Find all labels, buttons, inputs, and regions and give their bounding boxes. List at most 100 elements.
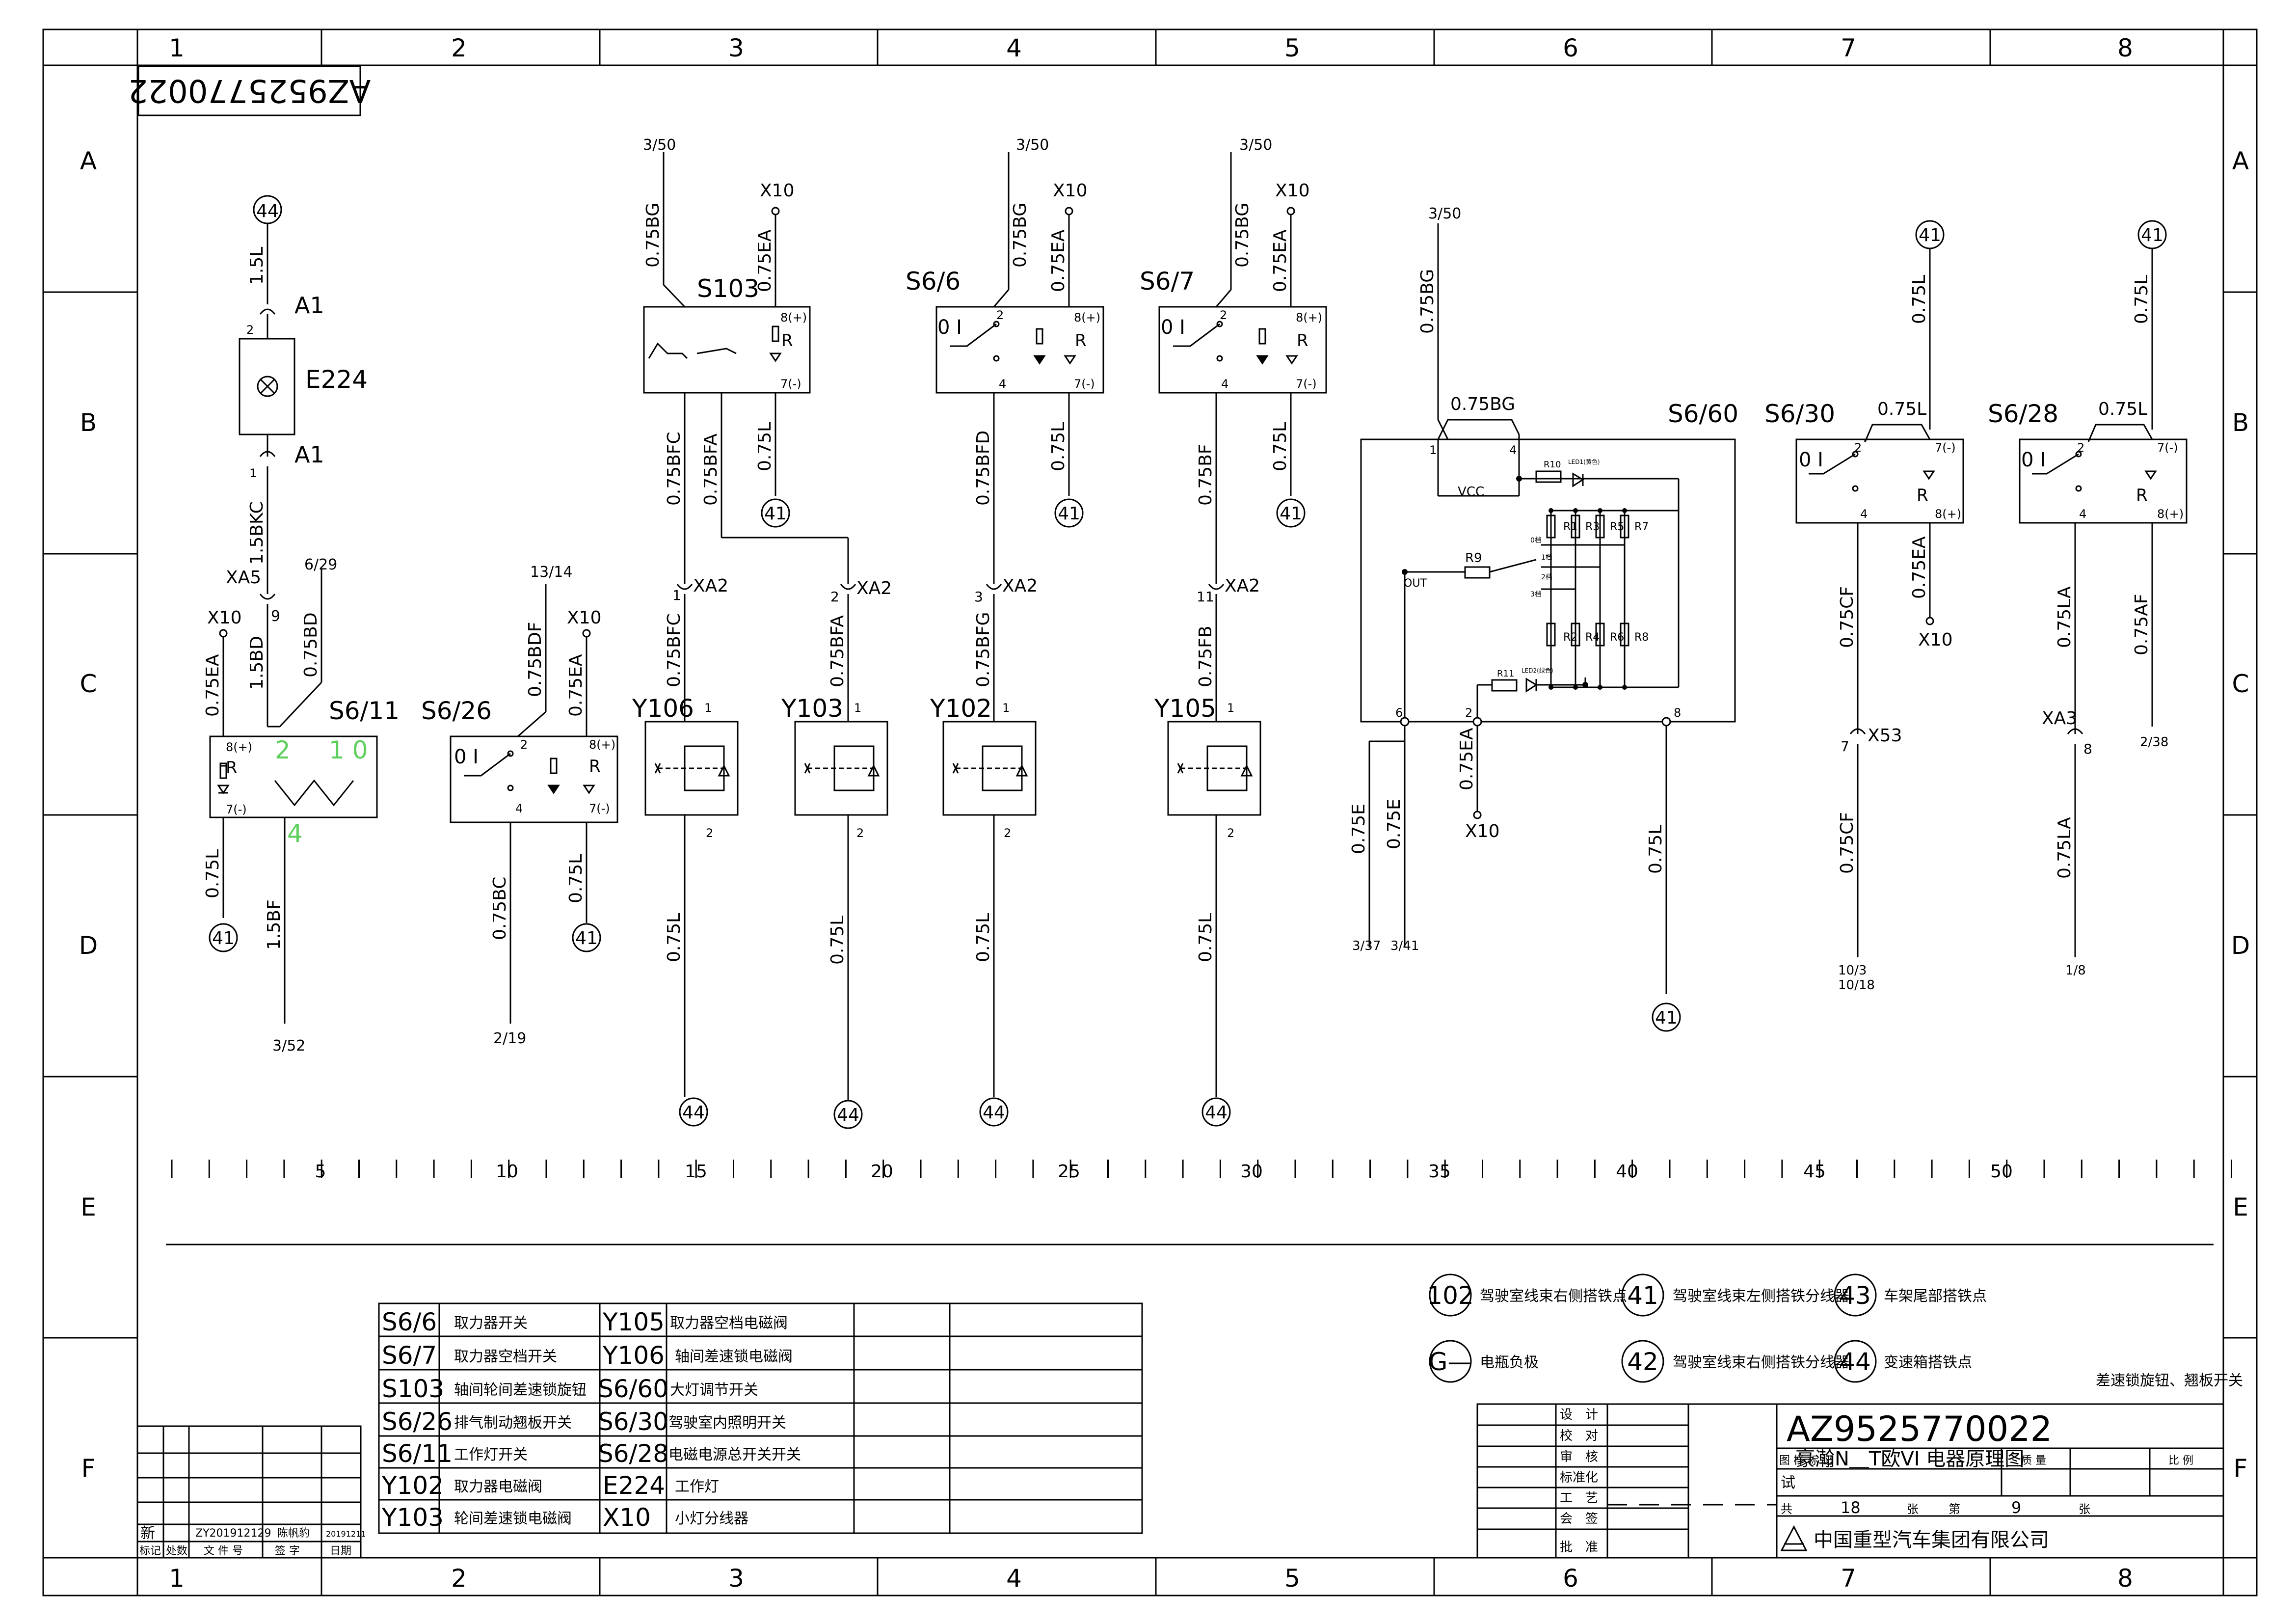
supply-label: X10	[1918, 630, 1952, 650]
revision-text: 新 ZY201912129 陈帆豹 20191211 标记 处数 文 件 号 签…	[139, 1525, 366, 1557]
valve-y106	[644, 721, 739, 1097]
svg-text:S6/7: S6/7	[382, 1341, 437, 1370]
ref-label: 10/18	[1838, 978, 1875, 993]
supply-label: X10	[1275, 181, 1309, 201]
row-label: F	[2234, 1454, 2248, 1483]
wire-label: 0.75BD	[301, 612, 321, 677]
svg-text:8(+): 8(+)	[2157, 507, 2184, 521]
svg-text:7(-): 7(-)	[2157, 441, 2178, 455]
s103-circuit	[643, 152, 849, 584]
wire-label: 0.75BFA	[701, 433, 721, 506]
ref-label: 3/37	[1352, 939, 1381, 953]
svg-text:标记: 标记	[139, 1545, 161, 1557]
wire-label: 0.75BDF	[525, 622, 545, 697]
switch-label: 0 I	[454, 746, 479, 768]
svg-text:会 签: 会 签	[1560, 1512, 1598, 1526]
svg-text:VCC: VCC	[1458, 485, 1484, 499]
node-label: 41	[2141, 225, 2163, 245]
row-label: A	[80, 147, 97, 175]
svg-text:10: 10	[496, 1162, 518, 1182]
wire-label: 0.75BG	[1417, 269, 1438, 334]
component-label: S6/28	[1988, 400, 2058, 428]
svg-text:0档: 0档	[1530, 537, 1542, 544]
component-label: S6/11	[329, 697, 400, 725]
svg-text:1: 1	[1227, 701, 1234, 715]
svg-text:签 字: 签 字	[275, 1545, 300, 1557]
wire-label: 0.75BFG	[973, 612, 993, 687]
wire-label: 0.75L	[664, 913, 684, 962]
svg-text:2: 2	[520, 738, 528, 752]
wire-label: 0.75CF	[1837, 812, 1857, 874]
svg-text:排气制动翘板开关: 排气制动翘板开关	[454, 1414, 572, 1432]
wire-label: 0.75BG	[1232, 203, 1253, 268]
component-table	[378, 1302, 1143, 1534]
svg-text:8(+): 8(+)	[1074, 311, 1100, 325]
svg-text:2: 2	[830, 589, 839, 605]
svg-text:S103: S103	[382, 1375, 444, 1403]
svg-text:工作灯: 工作灯	[675, 1478, 719, 1495]
svg-text:41: 41	[1627, 1281, 1658, 1310]
e224-circuit	[209, 223, 378, 1024]
wire-label: 0.75L	[1196, 913, 1216, 962]
svg-text:小灯分线器: 小灯分线器	[675, 1510, 748, 1527]
wire-label: 0.75BFD	[973, 431, 993, 506]
switch-position: 4	[287, 819, 303, 848]
node-label: 44	[837, 1105, 859, 1125]
svg-text:S6/6: S6/6	[382, 1308, 437, 1336]
svg-text:张: 张	[2079, 1502, 2090, 1516]
svg-text:驾驶室线束右侧搭铁分线器: 驾驶室线束右侧搭铁分线器	[1673, 1354, 1849, 1371]
wire-label: 0.75LA	[2055, 817, 2075, 879]
svg-text:车架尾部搭铁点: 车架尾部搭铁点	[1884, 1288, 1987, 1305]
supply-label: X10	[760, 181, 794, 201]
svg-text:图 样 标 记: 图 样 标 记	[1779, 1455, 1833, 1467]
title-block	[1476, 1403, 2224, 1559]
svg-text:1: 1	[672, 587, 681, 603]
svg-text:7(-): 7(-)	[1074, 377, 1095, 391]
col-label: 1	[169, 34, 185, 62]
node-label: 41	[764, 504, 787, 524]
ruler	[171, 1160, 2232, 1178]
wire-label: 0.75EA	[566, 654, 586, 717]
node-label: 44	[983, 1103, 1005, 1123]
svg-text:R4: R4	[1585, 631, 1600, 644]
svg-text:2: 2	[856, 826, 864, 840]
svg-text:R7: R7	[1634, 521, 1649, 533]
svg-text:2: 2	[1220, 308, 1227, 322]
switch-label: 0 I	[937, 316, 962, 339]
drawing-title: 豪瀚N＿T欧VI 电器原理图	[1795, 1448, 2024, 1470]
svg-text:驾驶室内照明开关: 驾驶室内照明开关	[668, 1414, 786, 1432]
wire-label: 0.75L	[828, 916, 848, 965]
wire-label: 0.75L	[2098, 399, 2147, 419]
ref-label: 6/29	[304, 556, 337, 573]
svg-text:R: R	[781, 331, 793, 351]
wire-label: 0.75L	[2132, 275, 2152, 324]
svg-text:42: 42	[1627, 1348, 1658, 1376]
ref-label: 1/8	[2065, 963, 2086, 978]
svg-text:R: R	[589, 757, 601, 776]
svg-text:4: 4	[2079, 507, 2086, 521]
wire-label: 0.75BFC	[664, 432, 684, 506]
frame-labels: 1 2 3 4 5 6 7 8 1 2 3 4 5 6 7 8 A B C D …	[79, 34, 2250, 1593]
svg-text:工 艺: 工 艺	[1560, 1491, 1598, 1506]
svg-text:驾驶室线束右侧搭铁点: 驾驶室线束右侧搭铁点	[1480, 1288, 1627, 1305]
svg-text:处数: 处数	[166, 1545, 187, 1557]
wire-label: 0.75EA	[1048, 229, 1068, 292]
node-label: 41	[212, 928, 235, 948]
wire-label: 0.75BC	[490, 877, 510, 940]
svg-text:3档: 3档	[1530, 591, 1542, 598]
svg-text:R5: R5	[1610, 521, 1624, 533]
wire-label: 0.75BG	[1450, 394, 1515, 414]
wire-label: 0.75BFC	[664, 613, 684, 687]
svg-text:9: 9	[2011, 1498, 2021, 1517]
component-label: S6/60	[1668, 400, 1738, 428]
wire-label: 0.75EA	[1457, 728, 1477, 790]
wire-label: 0.75LA	[2055, 586, 2075, 648]
connector-label: XA3	[2042, 708, 2077, 729]
col-label: 6	[1563, 1564, 1578, 1593]
svg-text:8(+): 8(+)	[1935, 507, 1961, 521]
row-label: C	[80, 670, 97, 698]
switch-label: 0 I	[2021, 449, 2046, 471]
svg-text:设 计: 设 计	[1560, 1407, 1598, 1422]
s6-30-circuit	[1795, 248, 1964, 957]
